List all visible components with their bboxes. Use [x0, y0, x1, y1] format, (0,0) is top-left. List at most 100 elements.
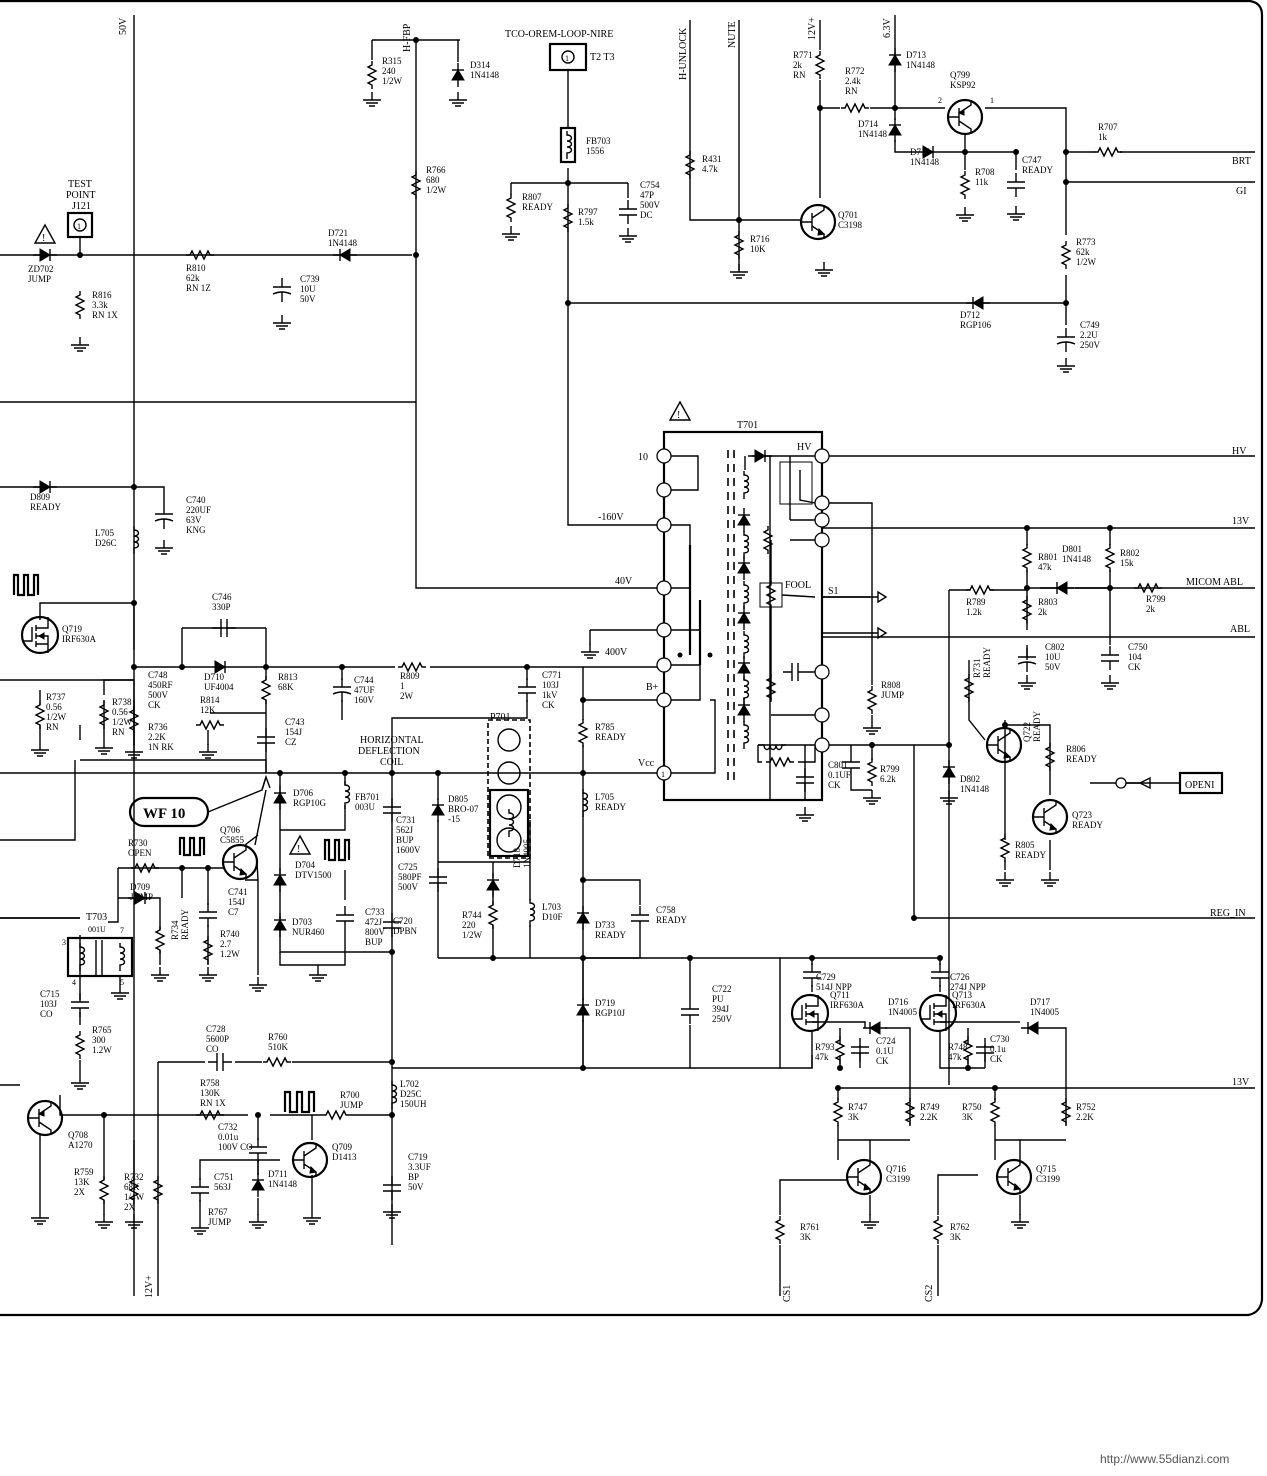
part-label-line: R750: [962, 1102, 982, 1112]
part-label-line: R765: [92, 1025, 112, 1035]
part-label-line: 1556: [586, 146, 605, 156]
part-label-line: RGP106: [960, 320, 992, 330]
part-label-line: 2k: [1038, 607, 1048, 617]
part-label-line: 62k: [186, 273, 200, 283]
part-label-line: C801: [828, 760, 848, 770]
part-label-line: D703: [292, 917, 312, 927]
part-label-line: C732: [218, 1122, 238, 1132]
part-label-line: R747: [848, 1102, 868, 1112]
part-label-line: ZD702: [28, 264, 54, 274]
part-label-line: R737: [46, 692, 66, 702]
part-label-line: D802: [960, 774, 980, 784]
part-label-line: READY: [522, 202, 553, 212]
part-label-line: 472J: [365, 917, 383, 927]
part-label-line: D25C: [400, 1089, 422, 1099]
part-label-line: 1N4005: [888, 1007, 917, 1017]
part-label-line: 5600P: [206, 1034, 229, 1044]
part-label-line: 0.01u: [218, 1132, 239, 1142]
part-label-line: RN 1Z: [186, 283, 211, 293]
part-label-line: R803: [1038, 597, 1058, 607]
part-label-line: READY: [1072, 820, 1103, 830]
flyback-pin-1: 1: [661, 770, 665, 779]
part-label-line: 4.7k: [702, 164, 718, 174]
part-label-line: 1600V: [396, 845, 421, 855]
part-label-line: C750: [1128, 642, 1148, 652]
part-label-line: 2.2U: [1080, 330, 1098, 340]
part-label-line: C730: [990, 1034, 1010, 1044]
part-label-line: 0.56: [46, 702, 62, 712]
net-abl: ABL: [1230, 624, 1250, 635]
part-label-line: 11k: [975, 177, 989, 187]
label-wf10: WF 10: [143, 806, 185, 822]
part-label-line: R738: [112, 697, 132, 707]
part-label-line: READY: [1066, 754, 1097, 764]
part-label-line: 12K: [200, 705, 216, 715]
label-t703: T703: [86, 912, 107, 923]
part-label-line: C758: [656, 905, 676, 915]
part-label-line: 10K: [750, 244, 766, 254]
part-label-d718: D7181N4005: [512, 839, 532, 868]
part-label-line: R762: [950, 1222, 970, 1232]
part-label-line: 514J NPP: [816, 982, 852, 992]
part-label-line: R744: [462, 910, 482, 920]
part-label-line: 2k: [793, 60, 803, 70]
part-label-line: 500V: [640, 200, 661, 210]
part-label-line: C720: [393, 916, 413, 926]
part-label-line: R789: [966, 597, 986, 607]
part-label-line: D801: [1062, 544, 1082, 554]
label-t703-pin4: 4: [72, 978, 76, 987]
net-hv: HV: [1232, 446, 1247, 457]
part-label-line: 47k: [815, 1052, 829, 1062]
label-j121: J121: [72, 201, 91, 212]
part-label-line: C7: [228, 907, 239, 917]
part-label-line: NUR460: [292, 927, 325, 937]
net-12v-top: 12V+: [807, 17, 818, 40]
part-label-line: READY: [30, 502, 61, 512]
part-label-line: READY: [656, 915, 687, 925]
part-label-line: 15k: [1120, 558, 1134, 568]
part-label-line: READY: [180, 909, 190, 940]
part-label-line: R707: [1098, 122, 1118, 132]
part-label-line: C726: [950, 972, 970, 982]
net-gi: GI: [1236, 186, 1247, 197]
part-label-line: C719: [408, 1152, 428, 1162]
part-label-line: 580PF: [398, 872, 422, 882]
part-label-line: KSP92: [950, 80, 976, 90]
part-label-line: 50V: [300, 294, 316, 304]
part-label-line: 003U: [355, 802, 376, 812]
part-label-line: R808: [881, 680, 901, 690]
net-hunlock: H-UNLOCK: [678, 27, 689, 80]
part-label-line: 68K: [124, 1182, 140, 1192]
label-tco-pin: 1: [565, 54, 569, 63]
part-label-line: C739: [300, 274, 320, 284]
